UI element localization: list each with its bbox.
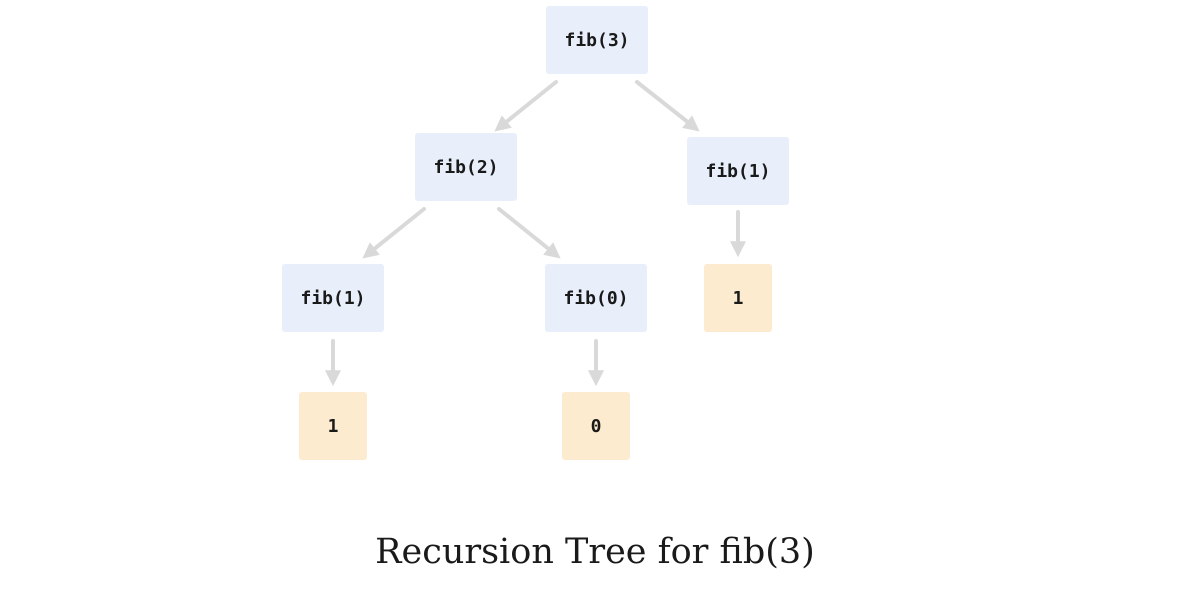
value-fib1-left: 1 <box>299 392 367 460</box>
node-fib1-left: fib(1) <box>282 264 384 332</box>
edge-fib3-fib2 <box>494 80 558 132</box>
value-fib1-right: 1 <box>704 264 772 332</box>
node-fib2: fib(2) <box>415 133 517 201</box>
node-fib1-right: fib(1) <box>687 137 789 205</box>
node-fib3: fib(3) <box>546 6 648 74</box>
diagram-caption: Recursion Tree for fib(3) <box>375 532 815 572</box>
edge-fib2-fib1-left <box>362 207 426 259</box>
node-fib0: fib(0) <box>545 264 647 332</box>
edge-fib2-fib0 <box>497 207 561 259</box>
value-fib0: 0 <box>562 392 630 460</box>
edge-fib3-fib1-right <box>635 80 700 132</box>
